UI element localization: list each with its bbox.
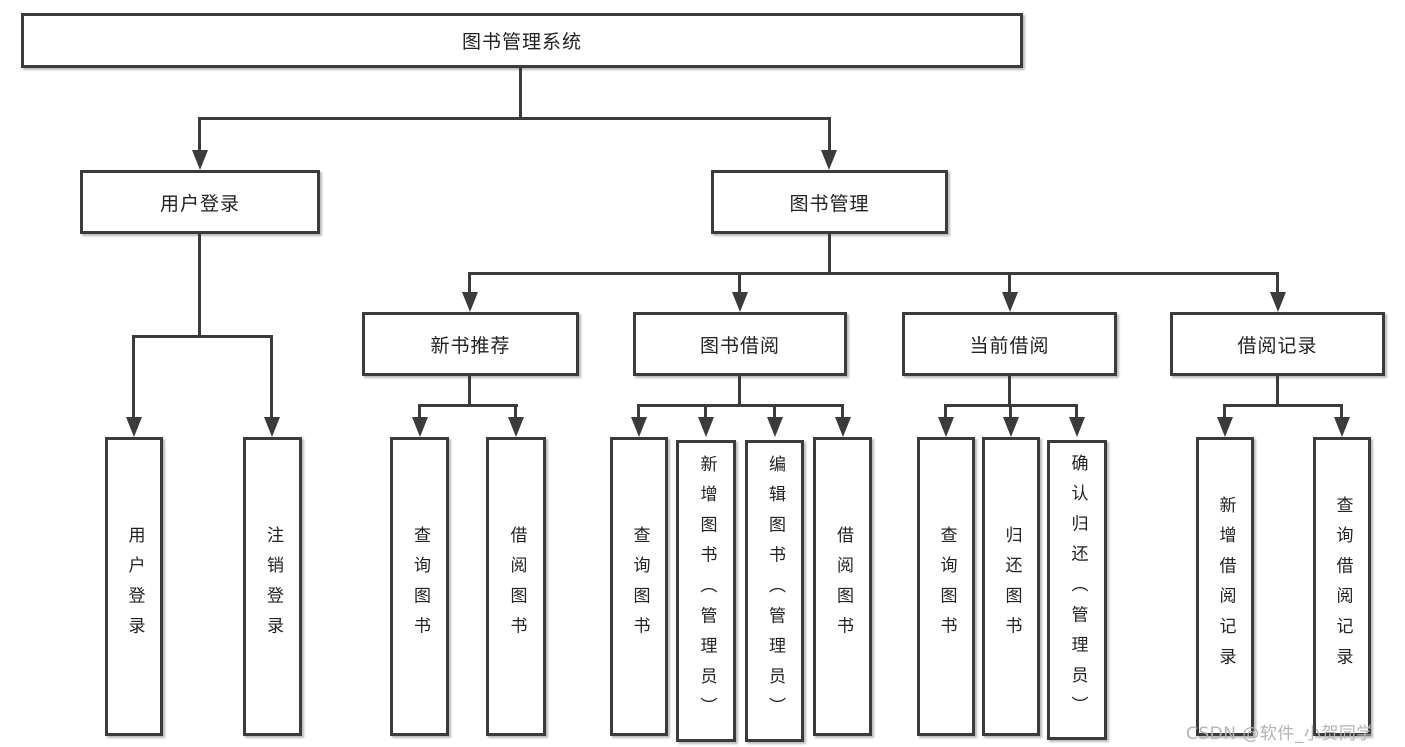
leaf-add-borrow-record-label: 新增借阅记录 [1215, 495, 1236, 678]
connector-vline [468, 272, 471, 294]
arrow-down-icon [821, 150, 837, 170]
arrow-down-icon [508, 417, 524, 437]
node-book-management: 图书管理 [711, 170, 948, 234]
leaf-return-book-label: 归还图书 [1001, 525, 1022, 648]
arrow-down-icon [1002, 292, 1018, 312]
connector-vline [519, 68, 522, 120]
connector-vline [828, 234, 831, 275]
node-new-book-recommend: 新书推荐 [362, 312, 579, 376]
leaf-query-borrow-record-label: 查询借阅记录 [1332, 495, 1353, 678]
connector-vline [841, 404, 844, 419]
connector-vline [1008, 376, 1011, 407]
leaf-borrow-books: 借阅图书 [813, 437, 872, 736]
connector-vline [1223, 404, 1226, 419]
arrow-down-icon [1334, 417, 1350, 437]
connector-vline [704, 404, 707, 419]
connector-vline [1340, 404, 1343, 419]
leaf-borrow-books-recommend-label: 借阅图书 [506, 525, 527, 648]
leaf-query-books-current-label: 查询图书 [936, 525, 957, 648]
connector-hline [198, 117, 831, 120]
leaf-query-books-borrow: 查询图书 [610, 437, 668, 736]
connector-hline [637, 404, 844, 407]
arrow-down-icon [631, 417, 647, 437]
arrow-down-icon [938, 417, 954, 437]
connector-vline [1075, 404, 1078, 419]
watermark-text: CSDN @软件_小贺同学 [1186, 724, 1374, 744]
leaf-query-books-recommend: 查询图书 [390, 437, 449, 736]
node-borrow-record-label: 借阅记录 [1237, 334, 1318, 357]
leaf-borrow-books-recommend: 借阅图书 [486, 437, 546, 736]
connector-hline [418, 404, 518, 407]
connector-vline [270, 335, 273, 419]
leaf-edit-book-admin-label: 编辑图书（管理员） [765, 454, 785, 728]
leaf-return-book: 归还图书 [982, 437, 1040, 736]
node-library-system: 图书管理系统 [21, 13, 1023, 68]
connector-vline [637, 404, 640, 419]
node-book-borrow-label: 图书借阅 [699, 334, 780, 357]
leaf-edit-book-admin: 编辑图书（管理员） [745, 440, 804, 742]
leaf-user-login-label: 用户登录 [124, 525, 145, 648]
connector-vline [132, 335, 135, 419]
connector-vline [738, 376, 741, 407]
leaf-add-book-admin: 新增图书（管理员） [676, 440, 736, 742]
leaf-query-borrow-record: 查询借阅记录 [1313, 437, 1371, 736]
leaf-query-books-recommend-label: 查询图书 [410, 525, 430, 648]
node-user-login-label: 用户登录 [159, 192, 240, 215]
connector-vline [1008, 272, 1011, 294]
node-user-login: 用户登录 [80, 170, 320, 234]
connector-vline [514, 404, 517, 419]
arrow-down-icon [698, 417, 714, 437]
connector-vline [1009, 404, 1012, 419]
node-current-borrow: 当前借阅 [902, 312, 1117, 376]
connector-vline [198, 234, 201, 338]
leaf-query-books-borrow-label: 查询图书 [629, 525, 650, 648]
arrow-down-icon [1270, 292, 1286, 312]
leaf-borrow-books-label: 借阅图书 [833, 525, 853, 648]
connector-vline [468, 376, 471, 407]
connector-vline [198, 117, 201, 153]
connector-vline [1276, 376, 1279, 407]
arrow-down-icon [732, 292, 748, 312]
connector-vline [773, 404, 776, 419]
connector-vline [418, 404, 421, 419]
leaf-query-books-current: 查询图书 [917, 437, 975, 736]
node-library-system-label: 图书管理系统 [461, 31, 582, 53]
leaf-confirm-return-admin: 确认归还（管理员） [1047, 440, 1107, 740]
arrow-down-icon [1217, 417, 1233, 437]
arrow-down-icon [767, 417, 783, 437]
leaf-confirm-return-admin-label: 确认归还（管理员） [1067, 453, 1088, 727]
connector-vline [944, 404, 947, 419]
connector-vline [738, 272, 741, 294]
leaf-add-book-admin-label: 新增图书（管理员） [696, 454, 717, 728]
connector-vline [1276, 272, 1279, 294]
connector-vline [828, 117, 831, 153]
connector-hline [132, 335, 273, 338]
arrow-down-icon [192, 150, 208, 170]
arrow-down-icon [412, 417, 428, 437]
leaf-user-login: 用户登录 [105, 437, 163, 736]
arrow-down-icon [835, 417, 851, 437]
leaf-logout-label: 注销登录 [263, 525, 283, 648]
leaf-logout: 注销登录 [243, 437, 302, 736]
node-current-borrow-label: 当前借阅 [969, 334, 1050, 357]
arrow-down-icon [1003, 417, 1019, 437]
connector-hline [1223, 404, 1343, 407]
node-book-management-label: 图书管理 [789, 192, 870, 215]
node-borrow-record: 借阅记录 [1170, 312, 1385, 376]
arrow-down-icon [462, 292, 478, 312]
leaf-add-borrow-record: 新增借阅记录 [1196, 437, 1254, 736]
connector-hline [468, 272, 1279, 275]
arrow-down-icon [126, 417, 142, 437]
arrow-down-icon [264, 417, 280, 437]
node-new-book-recommend-label: 新书推荐 [430, 334, 511, 357]
node-book-borrow: 图书借阅 [633, 312, 847, 376]
arrow-down-icon [1069, 417, 1085, 437]
